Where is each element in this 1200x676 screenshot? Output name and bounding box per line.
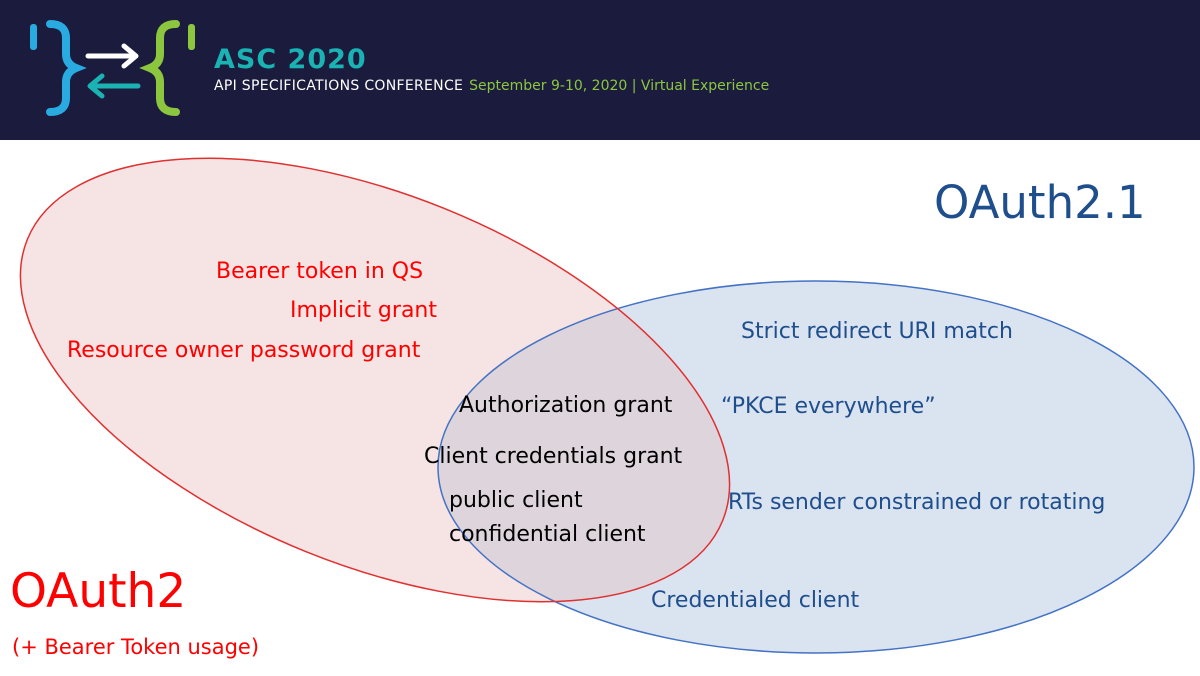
conference-subtitle: API SPECIFICATIONS CONFERENCE September 9…: [214, 78, 769, 94]
oauth2-ellipse-outline: [19, 157, 731, 603]
overlap-region: [437, 280, 792, 654]
overlap-item-client-credentials: Client credentials grant: [424, 444, 683, 469]
oauth21-item-credentialed-client: Credentialed client: [651, 588, 860, 613]
venn-diagram: [19, 157, 1195, 654]
conference-date: September 9-10, 2020 | Virtual Experienc…: [469, 78, 770, 94]
oauth21-item-rt-constrained: RTs sender constrained or rotating: [728, 490, 1106, 515]
overlap-item-confidential-client: confidential client: [449, 522, 646, 547]
asc-logo-icon: [30, 20, 195, 116]
oauth2-subtitle: (+ Bearer Token usage): [12, 635, 260, 659]
oauth2-item-ropc-grant: Resource owner password grant: [67, 338, 421, 363]
overlap-item-public-client: public client: [449, 488, 583, 513]
conference-banner: ASC 2020 API SPECIFICATIONS CONFERENCE Se…: [0, 0, 1200, 140]
conference-name: API SPECIFICATIONS CONFERENCE: [214, 78, 464, 94]
oauth21-title: OAuth2.1: [934, 176, 1146, 229]
oauth2-item-bearer-token-qs: Bearer token in QS: [216, 259, 424, 284]
oauth2-item-implicit-grant: Implicit grant: [290, 298, 437, 323]
overlap-item-authorization-grant: Authorization grant: [459, 393, 673, 418]
oauth2-title: OAuth2: [10, 564, 187, 619]
oauth21-item-pkce: “PKCE everywhere”: [721, 394, 936, 419]
oauth21-item-strict-redirect: Strict redirect URI match: [741, 319, 1013, 344]
conference-title: ASC 2020: [214, 44, 367, 75]
